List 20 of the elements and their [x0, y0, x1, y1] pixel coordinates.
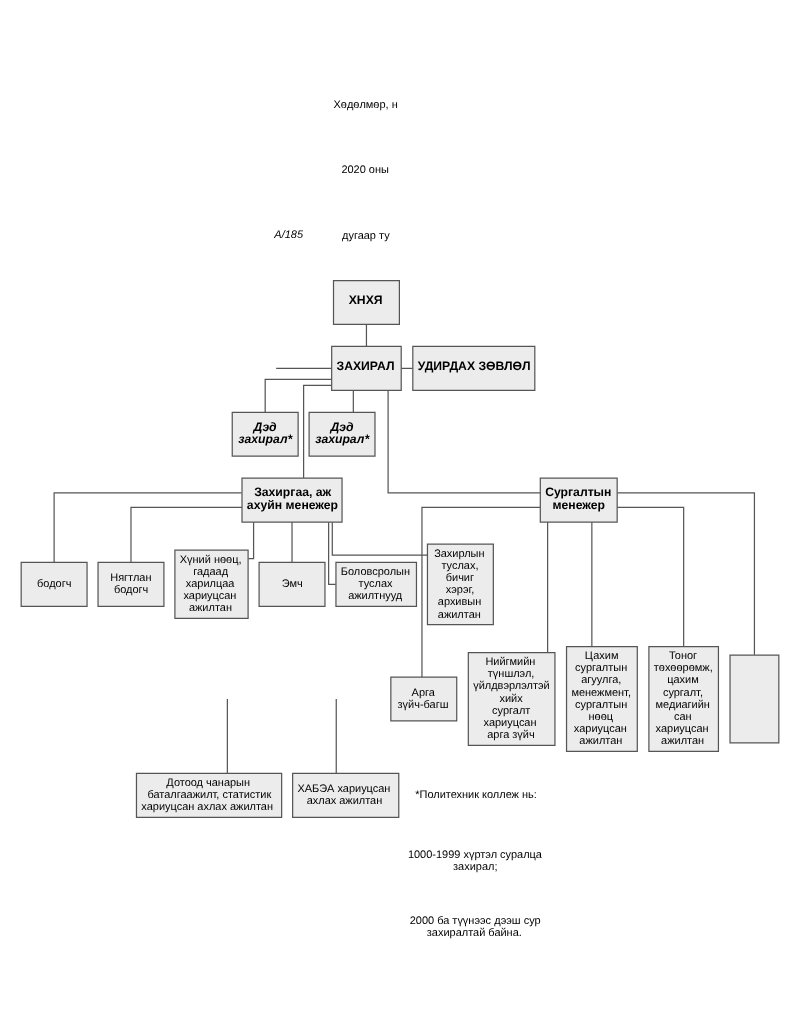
connector: [591, 521, 593, 647]
connector: [275, 367, 332, 369]
connector: [291, 521, 293, 563]
connector: [328, 521, 337, 585]
connector: [335, 698, 337, 774]
connector: [303, 384, 332, 479]
connector: [365, 324, 368, 347]
connector: [226, 698, 228, 774]
connector: [616, 506, 685, 647]
connector: [331, 521, 428, 556]
connector: [352, 390, 354, 413]
connector: [264, 378, 333, 413]
connector: [547, 521, 549, 653]
connector: [616, 492, 756, 656]
node-box: [729, 654, 780, 744]
connector: [421, 506, 541, 678]
connector: [247, 521, 255, 560]
connector: [387, 390, 541, 494]
connector: [130, 506, 243, 563]
connector: [53, 492, 243, 563]
